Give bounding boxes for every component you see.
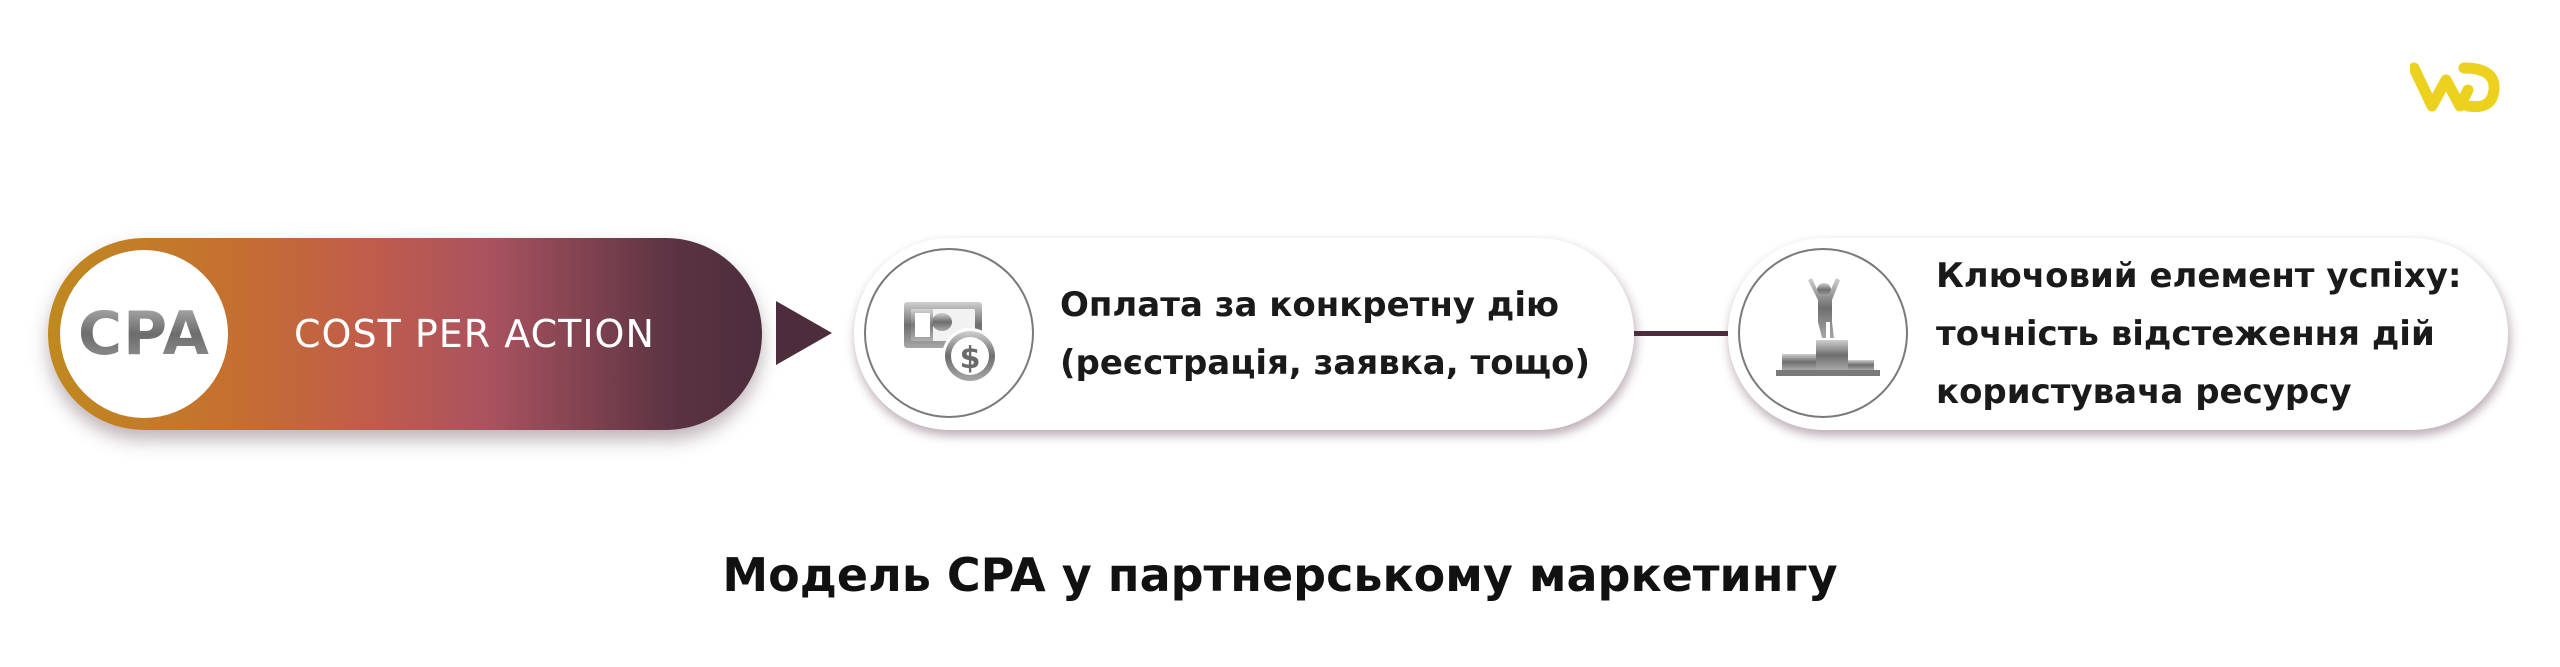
payment-step-text: Оплата за конкретну дію (реєстрація, зая… bbox=[1060, 238, 1590, 430]
success-step-pill: Ключовий елемент успіху: точність відсте… bbox=[1728, 238, 2508, 430]
svg-text:$: $ bbox=[960, 341, 981, 376]
success-step-line-2: точність відстеження дій bbox=[1936, 314, 2435, 354]
money-payment-icon: $ bbox=[904, 302, 998, 384]
payment-icon-circle: $ bbox=[864, 248, 1034, 418]
success-step-line-3: користувача ресурсу bbox=[1936, 372, 2352, 412]
arrow-right-icon bbox=[776, 301, 832, 365]
brand-logo bbox=[2408, 60, 2500, 116]
cpa-pill: CPA COST PER ACTION bbox=[48, 238, 762, 430]
diagram-caption: Модель CPA у партнерському маркетингу bbox=[722, 548, 1838, 602]
success-step-line-1: Ключовий елемент успіху: bbox=[1936, 256, 2462, 296]
payment-step-pill: $ Оплата за конкретну дію (реєстрація, з… bbox=[854, 238, 1634, 430]
payment-step-line-1: Оплата за конкретну дію bbox=[1060, 285, 1560, 325]
payment-step-line-2: (реєстрація, заявка, тощо) bbox=[1060, 343, 1591, 383]
cpa-badge: CPA bbox=[60, 250, 228, 418]
wd-logo-icon bbox=[2408, 62, 2500, 113]
cost-per-action-label: COST PER ACTION bbox=[294, 312, 655, 356]
success-step-text: Ключовий елемент успіху: точність відсте… bbox=[1936, 238, 2462, 430]
winner-podium-icon bbox=[1776, 278, 1880, 376]
success-icon-circle bbox=[1738, 248, 1908, 418]
cpa-badge-text: CPA bbox=[78, 299, 210, 369]
connector-line bbox=[1634, 331, 1728, 336]
